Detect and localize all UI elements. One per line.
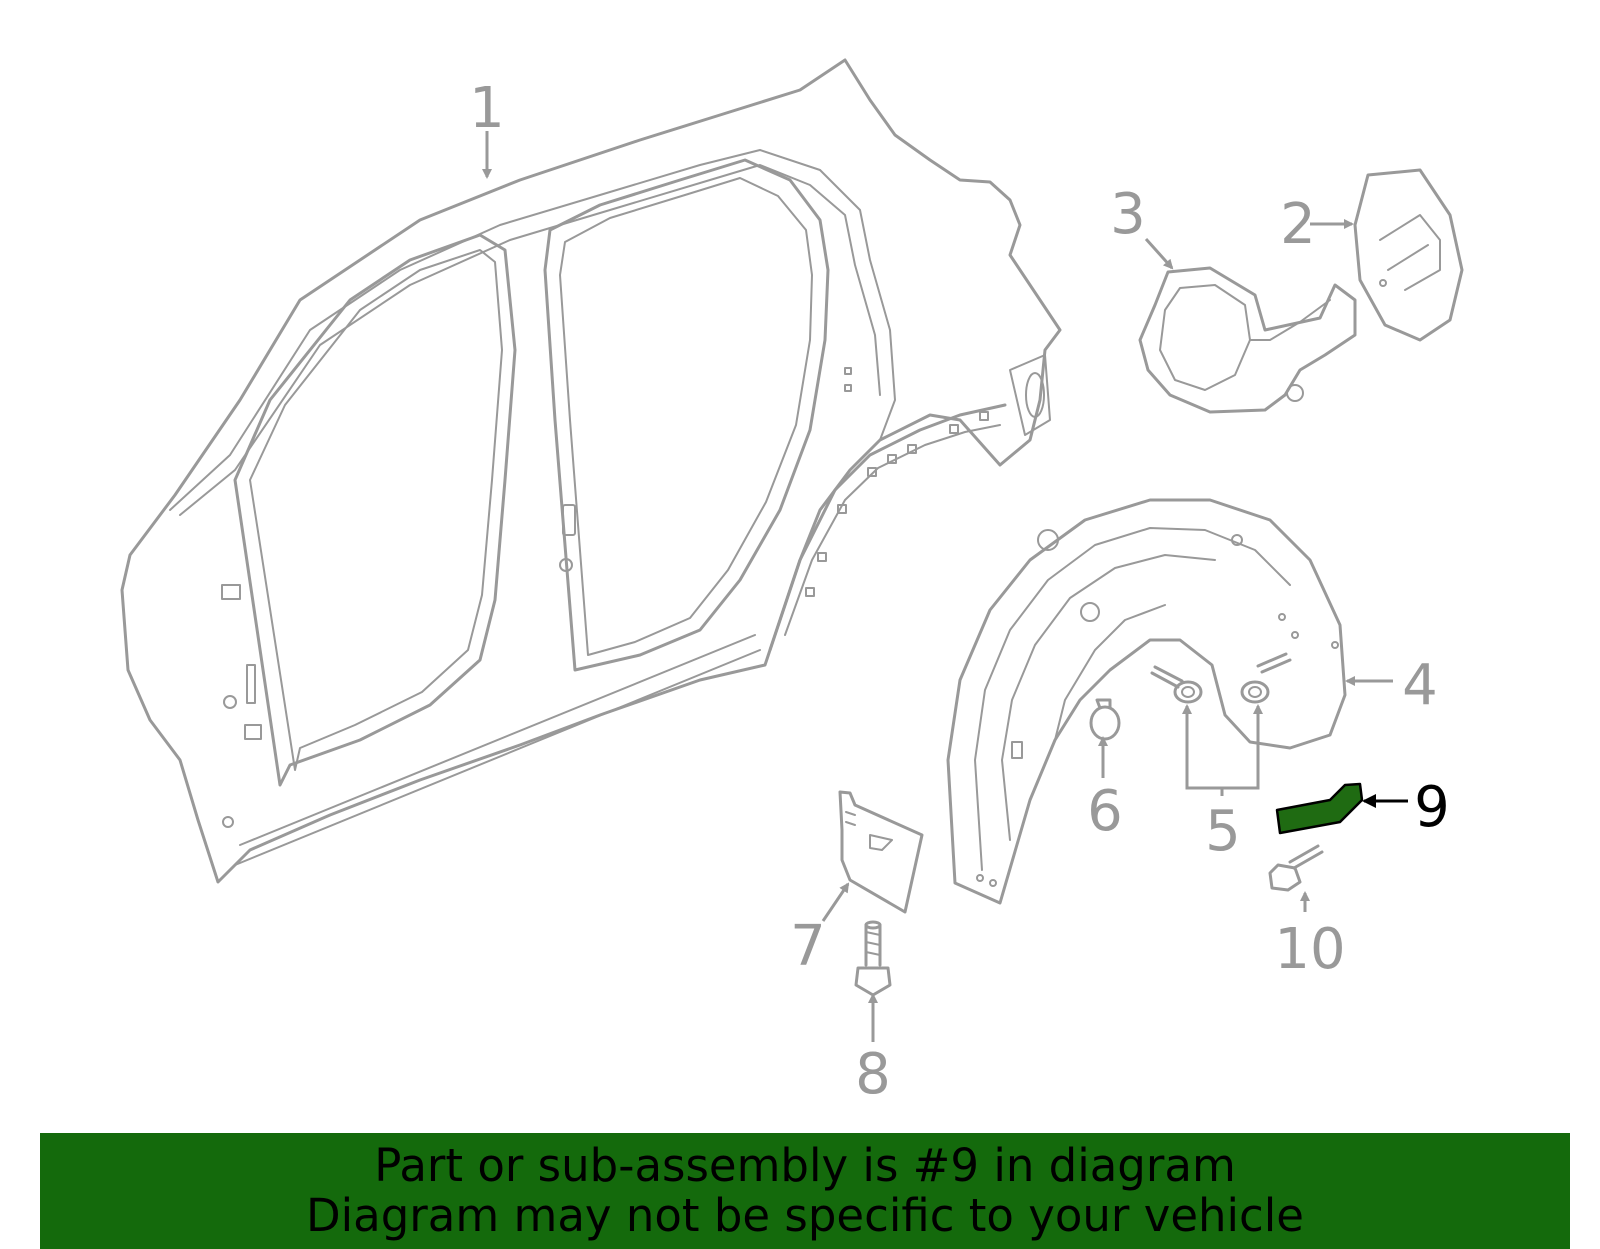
extension-bolt bbox=[1268, 844, 1324, 892]
callout-6: 6 bbox=[1087, 779, 1123, 844]
info-banner: Part or sub-assembly is #9 in diagram Di… bbox=[40, 1133, 1570, 1249]
callout-8: 8 bbox=[855, 1042, 891, 1107]
callout-4: 4 bbox=[1402, 653, 1438, 718]
callout-10: 10 bbox=[1274, 917, 1345, 982]
callout-9: 9 bbox=[1414, 775, 1450, 840]
push-pin-retainer bbox=[1089, 698, 1121, 741]
banner-line-disclaimer: Diagram may not be specific to your vehi… bbox=[306, 1189, 1304, 1242]
liner-extension bbox=[1275, 782, 1364, 835]
body-side-panel bbox=[120, 58, 1062, 884]
parts-diagram: 1 2 3 4 5 6 7 8 9 10 bbox=[120, 58, 1464, 1107]
splash-shield bbox=[838, 790, 924, 914]
banner-line-part: Part or sub-assembly is #9 in diagram bbox=[374, 1139, 1236, 1192]
callout-2: 2 bbox=[1280, 192, 1316, 257]
callout-1: 1 bbox=[469, 76, 505, 141]
callout-5: 5 bbox=[1205, 799, 1241, 864]
leader-lines bbox=[482, 131, 1408, 1042]
splash-shield-bolt bbox=[854, 920, 892, 997]
callout-3: 3 bbox=[1110, 182, 1146, 247]
callout-7: 7 bbox=[790, 914, 826, 979]
liner-screws bbox=[1150, 652, 1292, 704]
fuel-pocket-housing bbox=[1138, 266, 1357, 414]
fuel-door bbox=[1353, 168, 1464, 342]
wheelhouse-liner bbox=[946, 498, 1347, 905]
